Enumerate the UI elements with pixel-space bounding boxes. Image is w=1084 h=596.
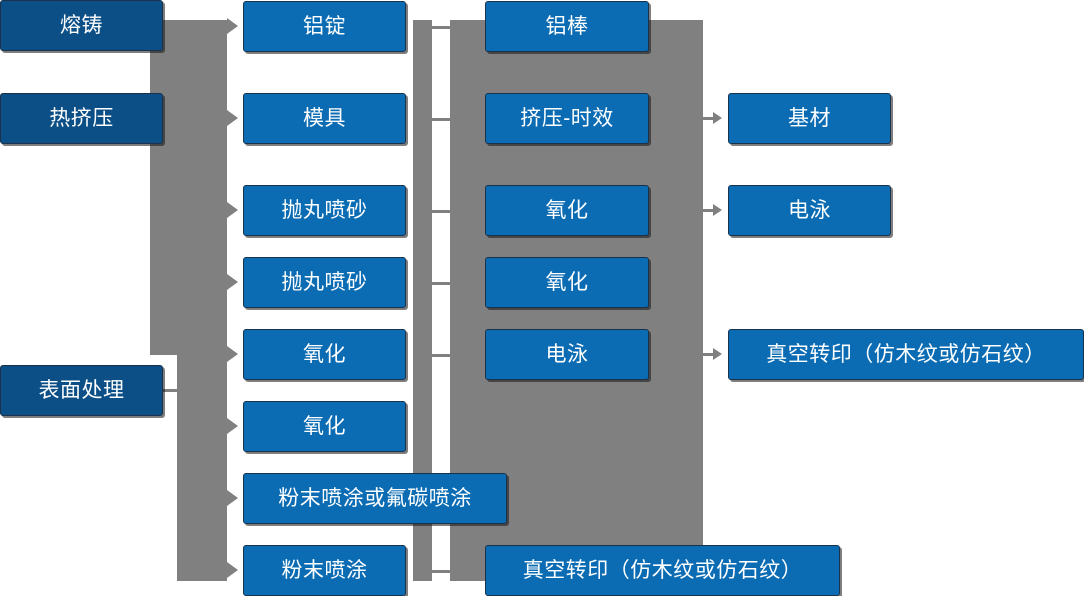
arrow-right-icon-to-oxidation-1 — [227, 346, 238, 362]
arrow-right-icon-to-mould — [227, 110, 238, 126]
node-process-extrusion-aging[interactable]: 挤压-时效 — [485, 93, 649, 144]
node-process-oxidation-2[interactable]: 氧化 — [485, 257, 649, 308]
connector-tick-row-1 — [432, 26, 450, 29]
node-input-oxidation-2[interactable]: 氧化 — [243, 401, 406, 452]
node-input-powder-coating[interactable]: 粉末喷涂 — [243, 545, 406, 596]
arrow-right-icon-to-electrophoresis — [713, 204, 722, 216]
node-input-mould[interactable]: 模具 — [243, 93, 406, 144]
connector-tick-row-2 — [432, 118, 450, 121]
node-stage-melt-cast[interactable]: 熔铸 — [0, 0, 163, 51]
arrow-right-icon-to-shot-blast-2 — [227, 274, 238, 290]
arrow-down-icon-melt-to-extrude — [168, 68, 184, 79]
node-input-oxidation-1[interactable]: 氧化 — [243, 329, 406, 380]
connector-tick-row-4 — [432, 282, 450, 285]
node-output-vacuum-transfer-print[interactable]: 真空转印（仿木纹或仿石纹） — [728, 329, 1084, 380]
arrow-right-icon-to-shot-blast-1 — [227, 202, 238, 218]
connector-tick-row-3 — [432, 210, 450, 213]
connector-bar-input-spine — [413, 20, 432, 581]
connector-tick-row-6 — [432, 570, 450, 573]
connector-shaft-to-vacuum-transfer — [703, 353, 717, 356]
node-input-shot-blast-2[interactable]: 抛丸喷砂 — [243, 257, 406, 308]
connector-tick-row-5 — [432, 354, 450, 357]
arrow-down-icon-to-surface — [168, 332, 184, 343]
node-process-electrophoresis[interactable]: 电泳 — [485, 329, 649, 380]
connector-shaft-to-electrophoresis — [703, 209, 717, 212]
arrow-right-icon-to-powder-or-pvdf — [227, 490, 238, 506]
node-input-shot-blast-1[interactable]: 抛丸喷砂 — [243, 185, 406, 236]
node-input-aluminum-ingot[interactable]: 铝锭 — [243, 1, 406, 52]
arrow-right-icon-to-base-material — [713, 112, 722, 124]
arrow-right-icon-to-powder-coating — [227, 562, 238, 578]
arrow-right-icon-to-aluminum-ingot — [227, 18, 238, 34]
node-process-aluminum-bar[interactable]: 铝棒 — [485, 1, 649, 52]
arrow-right-icon-to-oxidation-2 — [227, 418, 238, 434]
node-stage-hot-extrude[interactable]: 热挤压 — [0, 93, 163, 144]
node-output-electrophoresis[interactable]: 电泳 — [728, 185, 891, 236]
connector-shaft-to-base-material — [703, 117, 717, 120]
connector-stub-surface — [163, 389, 183, 392]
connector-band-stage-lower — [177, 355, 227, 581]
node-output-base-material[interactable]: 基材 — [728, 93, 891, 144]
arrow-right-icon-to-vacuum-transfer — [713, 348, 722, 360]
node-process-oxidation-1[interactable]: 氧化 — [485, 185, 649, 236]
node-stage-surface-treatment[interactable]: 表面处理 — [0, 365, 163, 416]
connector-band-stage-upper — [150, 20, 227, 355]
node-input-powder-or-fluorocarbon-coating[interactable]: 粉末喷涂或氟碳喷涂 — [243, 473, 507, 524]
node-process-vacuum-transfer-print[interactable]: 真空转印（仿木纹或仿石纹） — [485, 545, 840, 596]
